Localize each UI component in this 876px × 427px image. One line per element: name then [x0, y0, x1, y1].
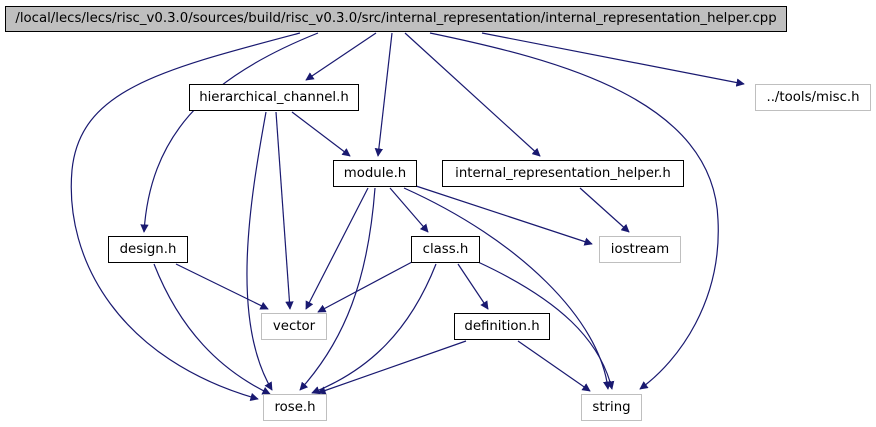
- edge-root-to-hierarchical-channel: [305, 32, 377, 81]
- node-internal-representation-helper-cpp[interactable]: /local/lecs/lecs/risc_v0.3.0/sources/bui…: [5, 6, 787, 32]
- edge-root-to-internal-representation-helper: [404, 32, 541, 157]
- edge-module-to-rose: [299, 187, 376, 391]
- edge-class-to-vector: [317, 261, 413, 313]
- edge-class-to-rose: [311, 263, 437, 395]
- node-module-h[interactable]: module.h: [333, 160, 417, 187]
- edge-definition-to-string: [517, 340, 591, 392]
- edge-root-to-design: [140, 32, 319, 233]
- edge-root-to-string: [429, 32, 719, 390]
- edge-class-to-definition: [457, 263, 489, 310]
- edge-internal-representation-helper-to-iostream: [579, 187, 630, 233]
- node-tools-misc-h: ../tools/misc.h: [755, 84, 871, 111]
- edge-module-to-vector: [305, 187, 369, 310]
- node-string: string: [581, 394, 642, 421]
- edge-hierarchical-channel-to-module: [291, 111, 351, 157]
- node-design-h[interactable]: design.h: [108, 236, 188, 263]
- edge-class-to-string: [477, 261, 615, 390]
- edge-hierarchical-channel-to-rose: [246, 111, 273, 391]
- node-class-h[interactable]: class.h: [411, 236, 480, 263]
- edge-root-to-tools-misc: [481, 32, 745, 87]
- edge-root-to-module: [374, 32, 393, 157]
- edge-module-to-class: [389, 187, 429, 233]
- edge-definition-to-rose: [317, 340, 467, 395]
- node-rose-h: rose.h: [263, 394, 327, 421]
- edge-hierarchical-channel-to-vector: [275, 111, 294, 310]
- node-vector: vector: [261, 313, 327, 340]
- edge-module-to-string: [403, 187, 612, 390]
- node-iostream: iostream: [599, 236, 681, 263]
- node-definition-h[interactable]: definition.h: [454, 313, 550, 340]
- node-hierarchical-channel-h[interactable]: hierarchical_channel.h: [189, 84, 359, 111]
- edge-design-to-vector: [175, 263, 269, 310]
- edge-module-to-iostream: [415, 185, 593, 246]
- edge-root-to-rose: [70, 32, 301, 401]
- edge-design-to-rose: [153, 263, 271, 395]
- node-internal-representation-helper-h[interactable]: internal_representation_helper.h: [442, 160, 684, 187]
